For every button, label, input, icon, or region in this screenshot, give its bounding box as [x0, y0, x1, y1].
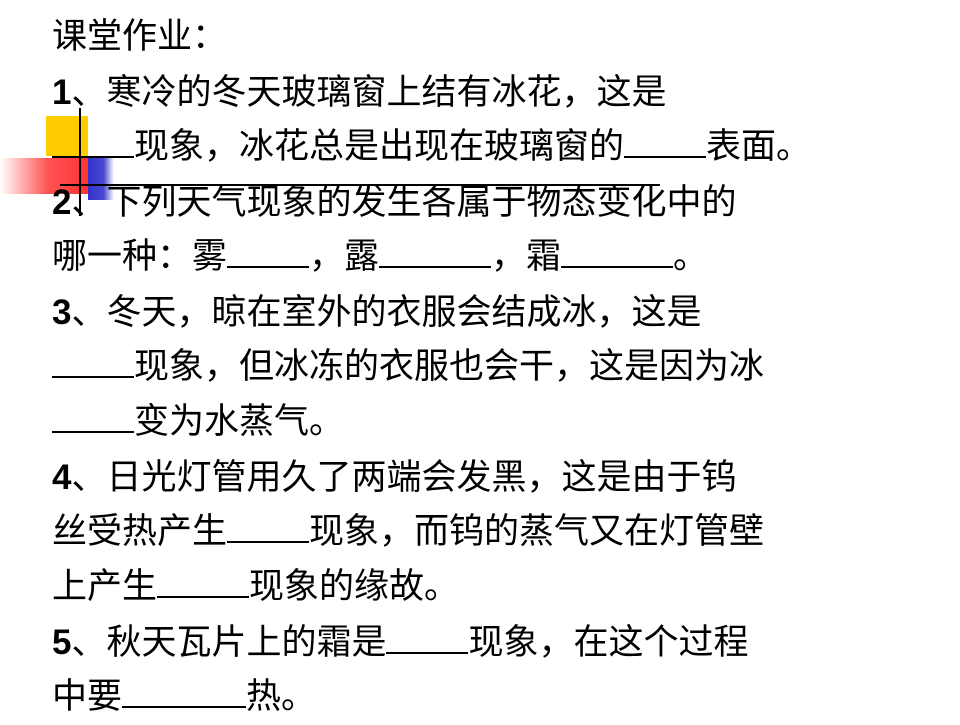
answer-blank: [624, 126, 707, 158]
question-text: 中要: [52, 677, 123, 717]
question-text: 、冬天，晾在室外的衣服会结成冰，这是: [71, 293, 702, 333]
question-text: 现象，而钨的蒸气又在灯管壁: [309, 512, 765, 552]
question-5-line-2: 中要 热。: [52, 670, 952, 725]
answer-blank: [379, 236, 492, 268]
question-number: 4: [52, 458, 72, 497]
question-1-line-2: 现象，冰花总是出现在玻璃窗的 表面。: [52, 120, 952, 175]
answer-blank: [227, 236, 310, 268]
question-number: 2: [52, 183, 72, 222]
answer-blank: [227, 511, 310, 543]
homework-content: 课堂作业： 1、寒冷的冬天玻璃窗上结有冰花，这是 现象，冰花总是出现在玻璃窗的 表…: [52, 10, 952, 725]
question-text: ，霜: [491, 237, 562, 277]
question-number: 5: [52, 623, 72, 662]
question-text: 、秋天瓦片上的霜是: [71, 623, 387, 663]
question-text: 现象，但冰冻的衣服也会干，这是因为冰: [134, 347, 765, 387]
question-text: 现象的缘故。: [249, 567, 460, 607]
page-title: 课堂作业：: [52, 17, 228, 57]
question-4-line-1: 4、日光灯管用久了两端会发黑，这是由于钨: [52, 450, 952, 505]
question-3-line-3: 变为水蒸气。: [52, 395, 952, 450]
question-text: 现象，冰花总是出现在玻璃窗的: [134, 127, 625, 167]
question-text: 、寒冷的冬天玻璃窗上结有冰花，这是: [71, 73, 667, 113]
question-3-line-1: 3、冬天，晾在室外的衣服会结成冰，这是: [52, 285, 952, 340]
question-number: 3: [52, 293, 72, 332]
question-text: 现象，在这个过程: [468, 623, 749, 663]
question-4-line-2: 丝受热产生 现象，而钨的蒸气又在灯管壁: [52, 505, 952, 560]
question-3-line-2: 现象，但冰冻的衣服也会干，这是因为冰: [52, 340, 952, 395]
question-2-line-2: 哪一种：雾 ，露 ，霜 。: [52, 230, 952, 285]
question-text: 热。: [246, 677, 317, 717]
question-text: 上产生: [52, 567, 158, 607]
answer-blank: [52, 126, 134, 158]
question-2-line-1: 2、下列天气现象的发生各属于物态变化中的: [52, 175, 952, 230]
question-text: ，露: [309, 237, 380, 277]
question-text: 哪一种：雾: [52, 237, 228, 277]
question-number: 1: [52, 73, 72, 112]
question-4-line-3: 上产生 现象的缘故。: [52, 560, 952, 615]
question-text: 、日光灯管用久了两端会发黑，这是由于钨: [71, 458, 737, 498]
question-5-line-1: 5、秋天瓦片上的霜是 现象，在这个过程: [52, 615, 952, 670]
answer-blank: [52, 346, 134, 378]
question-text: 丝受热产生: [52, 512, 228, 552]
answer-blank: [386, 622, 469, 654]
answer-blank: [52, 401, 134, 433]
question-text: 、下列天气现象的发生各属于物态变化中的: [71, 183, 737, 223]
answer-blank: [157, 566, 250, 598]
question-text: 变为水蒸气。: [134, 402, 345, 442]
question-text: 表面。: [706, 127, 812, 167]
answer-blank: [561, 236, 674, 268]
question-1-line-1: 1、寒冷的冬天玻璃窗上结有冰花，这是: [52, 65, 952, 120]
question-text: 。: [673, 237, 709, 277]
answer-blank: [122, 676, 247, 708]
